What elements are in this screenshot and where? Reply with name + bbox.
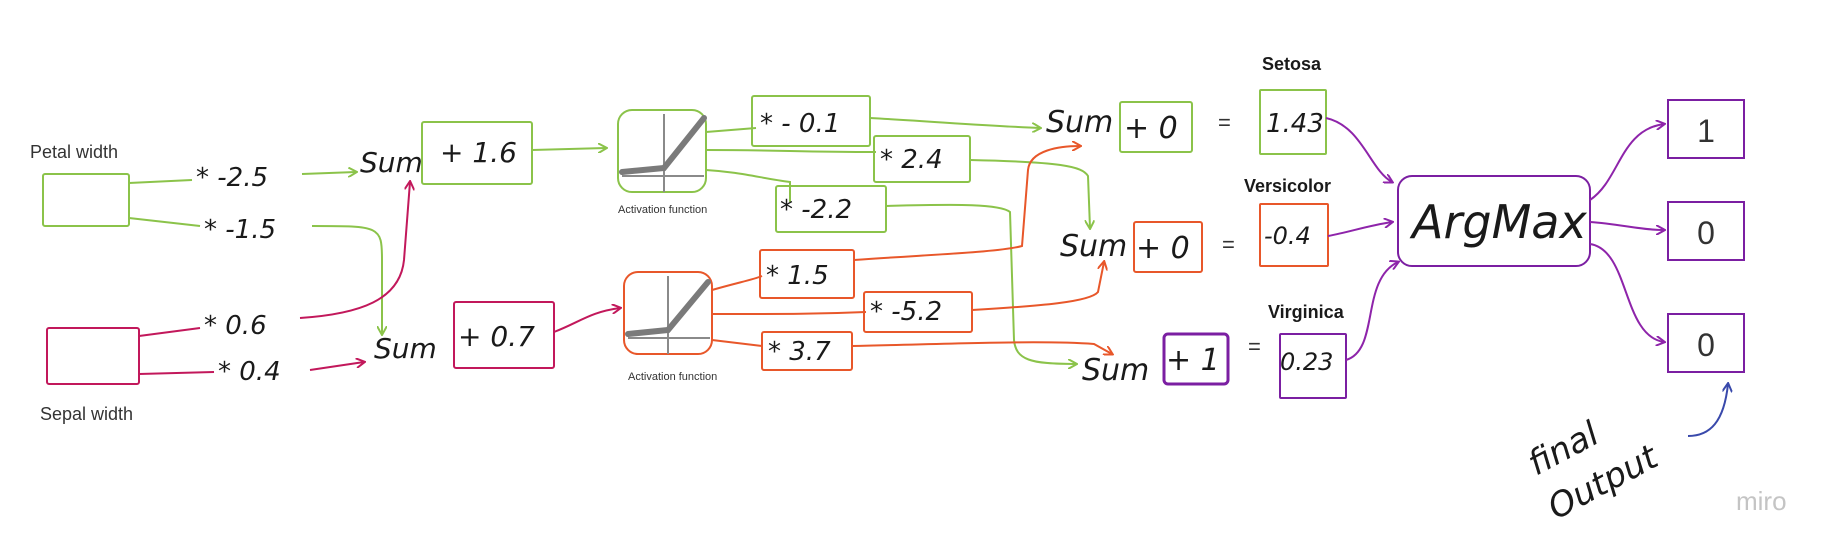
virginica-value-box xyxy=(1279,333,1347,399)
result-box-3 xyxy=(1667,313,1745,373)
output-bias-3: + 1 xyxy=(1166,343,1220,378)
hidden-bias-top-box xyxy=(421,121,533,185)
output-sum-1-label: Sum xyxy=(1046,105,1113,140)
output-sum-2-label: Sum xyxy=(1060,229,1127,264)
argmax-node xyxy=(1397,175,1591,267)
edge-argmax-to-result-1 xyxy=(1589,124,1664,201)
argmax-label: ArgMax xyxy=(1409,195,1587,249)
edge-act-bottom-to-w3 xyxy=(711,339,763,347)
hidden-sum-top-label: Sum xyxy=(360,146,423,179)
petal-width-label: Petal width xyxy=(30,142,118,162)
edge-pw1-to-sum-top xyxy=(301,172,356,174)
edge-versicolor-to-argmax xyxy=(1327,222,1392,237)
edge-sw1-to-sum-top xyxy=(299,182,410,319)
output-bias-1-box xyxy=(1119,101,1193,153)
activation-function-top-icon xyxy=(617,109,707,193)
edge-act-bottom-to-w1 xyxy=(711,275,763,291)
miro-watermark: miro xyxy=(1736,486,1787,516)
activation-label-top: Activation function xyxy=(618,204,707,216)
result-box-1 xyxy=(1667,99,1745,159)
edge-pw2-to-sum-bottom xyxy=(311,225,382,334)
edge-wb2-to-sum2 xyxy=(971,262,1104,311)
weight-bottom-1: * 1.5 xyxy=(766,261,829,291)
petal-width-input-node xyxy=(42,173,130,227)
sepal-weight-2: * 0.4 xyxy=(218,357,281,387)
equals-1: = xyxy=(1218,110,1231,135)
output-bias-2-box xyxy=(1133,221,1203,273)
weight-top-1-box xyxy=(751,95,871,147)
output-sum-3-label: Sum xyxy=(1082,353,1149,388)
edge-act-top-to-w3 xyxy=(705,169,791,202)
edge-sepal-to-w1 xyxy=(138,327,201,337)
edge-wt2-to-sum2 xyxy=(969,159,1090,228)
weight-top-2-box xyxy=(873,135,971,183)
hidden-bias-top: + 1.6 xyxy=(440,136,517,169)
edge-act-bottom-to-w2 xyxy=(711,311,867,315)
output-bias-1: + 0 xyxy=(1124,111,1178,146)
sepal-width-input-node xyxy=(46,327,140,385)
weight-bottom-2-box xyxy=(863,291,973,333)
edge-argmax-to-result-3 xyxy=(1589,243,1664,342)
result-box-2 xyxy=(1667,201,1745,261)
weight-top-2: * 2.4 xyxy=(880,145,943,175)
weight-bottom-2: * -5.2 xyxy=(870,297,942,327)
weight-top-3: * -2.2 xyxy=(780,195,852,225)
edge-sw2-to-sum-bottom xyxy=(309,362,364,371)
weight-bottom-1-box xyxy=(759,249,855,299)
petal-weight-1: * -2.5 xyxy=(196,163,268,193)
versicolor-value: -0.4 xyxy=(1264,222,1311,250)
setosa-label: Setosa xyxy=(1262,54,1322,74)
weight-top-3-box xyxy=(775,185,887,233)
result-value-2: 0 xyxy=(1697,215,1715,251)
result-value-1: 1 xyxy=(1697,113,1715,149)
virginica-value: 0.23 xyxy=(1280,348,1333,376)
setosa-value-box xyxy=(1259,89,1327,155)
output-bias-3-box xyxy=(1162,332,1230,386)
hidden-sum-bottom-label: Sum xyxy=(374,332,437,365)
edge-wt3-to-sum3 xyxy=(885,203,1076,364)
petal-weight-2: * -1.5 xyxy=(204,215,276,245)
weight-top-1: * - 0.1 xyxy=(760,109,840,139)
setosa-value: 1.43 xyxy=(1266,109,1324,139)
sepal-width-label: Sepal width xyxy=(40,404,133,424)
final-output-arrow xyxy=(1687,384,1728,437)
edge-setosa-to-argmax xyxy=(1325,117,1392,182)
edge-argmax-to-result-2 xyxy=(1589,221,1664,230)
sepal-weight-1: * 0.6 xyxy=(204,311,267,341)
edge-virginica-to-argmax xyxy=(1345,262,1398,361)
equals-2: = xyxy=(1222,232,1235,257)
hidden-bias-bottom-box xyxy=(453,301,555,369)
activation-function-bottom-icon xyxy=(623,271,713,355)
edge-petal-to-w1 xyxy=(128,179,193,184)
edge-act-top-to-w2 xyxy=(705,149,877,153)
edge-act-top-to-w1 xyxy=(705,127,757,133)
edge-wt1-to-sum1 xyxy=(869,117,1040,128)
edge-sepal-to-w2 xyxy=(138,371,215,375)
edge-bias-bottom-to-activation xyxy=(553,308,620,333)
edge-petal-to-w2 xyxy=(128,217,201,227)
weight-bottom-3: * 3.7 xyxy=(768,337,831,367)
activation-label-bottom: Activation function xyxy=(628,371,717,383)
result-value-3: 0 xyxy=(1697,327,1715,363)
weight-bottom-3-box xyxy=(761,331,853,371)
edge-bias-top-to-activation xyxy=(531,148,606,150)
equals-3: = xyxy=(1248,334,1261,359)
versicolor-label: Versicolor xyxy=(1244,176,1331,196)
hidden-bias-bottom: + 0.7 xyxy=(458,320,535,353)
edge-wb1-to-sum1 xyxy=(853,146,1080,261)
virginica-label: Virginica xyxy=(1268,302,1345,322)
edge-wb3-to-sum3 xyxy=(851,341,1112,354)
output-bias-2: + 0 xyxy=(1136,231,1190,266)
